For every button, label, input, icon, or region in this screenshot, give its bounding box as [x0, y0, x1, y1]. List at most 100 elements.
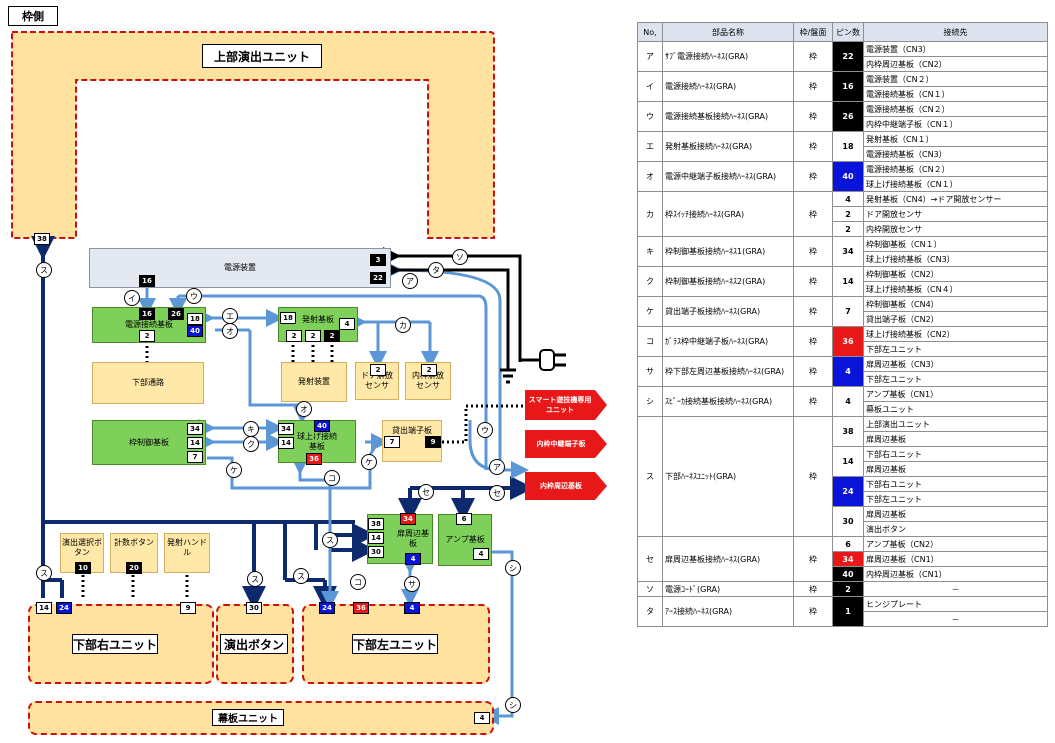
pin-relay-40: 40 — [187, 325, 203, 337]
marker-so: ソ — [452, 249, 468, 265]
page-title: 枠側 — [8, 6, 58, 26]
pin-lr-14: 14 — [36, 602, 52, 614]
pin-fp-38: 38 — [368, 518, 384, 530]
cell-no: キ — [637, 236, 663, 267]
cell-dest: 内枠周辺基板（CN1） — [863, 566, 1048, 582]
cell-dest: 内枠開放センサ — [863, 221, 1048, 237]
smart-unit-label: スマート遊技機専用ユニット — [528, 396, 592, 414]
launch-handle-label: 発射ハンドル — [167, 538, 207, 557]
cell-no: オ — [637, 161, 663, 192]
cell-pins: 4 — [832, 386, 864, 417]
launch-device-label: 発射装置 — [298, 377, 330, 387]
pin-psu-3: 3 — [370, 254, 386, 266]
marker-sa: サ — [404, 576, 420, 592]
pin-rent-9: 9 — [425, 436, 441, 448]
pin-bl-14: 14 — [278, 437, 294, 449]
marker-ko-bottom: コ — [350, 574, 366, 590]
pin-launch-2a: 2 — [286, 330, 302, 342]
cell-dest: 扉周辺基板 — [863, 431, 1048, 447]
col-no: No, — [637, 22, 663, 42]
cell-dest: 球上げ接続基板（CN2） — [863, 326, 1048, 342]
pin-relay-26: 26 — [168, 308, 184, 320]
pin-ll-24: 24 — [319, 602, 335, 614]
cell-name: 電源接続基板接続ﾊｰﾈｽ(GRA) — [662, 101, 794, 132]
pin-door-2: 2 — [370, 364, 386, 376]
cell-dest: － — [863, 581, 1048, 597]
pin-inner-2: 2 — [421, 364, 437, 376]
cell-name: 貸出端子板接続ﾊｰﾈｽ(GRA) — [662, 296, 794, 327]
cell-pins: 2 — [832, 581, 864, 597]
cell-pins: 34 — [832, 551, 864, 567]
power-relay-label: 電源接続基板 — [125, 320, 173, 330]
marker-su-eb: ス — [247, 571, 263, 587]
pin-eb-30: 30 — [246, 602, 262, 614]
col-name: 部品名称 — [662, 22, 794, 42]
pin-amp-4: 4 — [473, 548, 489, 560]
table-header-row: No, 部品名称 枠/盤面 ピン数 接続先 — [637, 22, 1048, 42]
pin-launch-2c: 2 — [324, 330, 340, 342]
cell-pins: 16 — [832, 71, 864, 102]
cell-dest: 電源接続基板（CN3） — [863, 146, 1048, 162]
cell-dest: ドア開放センサ — [863, 206, 1048, 222]
launch-handle-box: 発射ハンドル — [164, 533, 210, 573]
marker-su-ll: ス — [293, 568, 309, 584]
curtain-plate-unit-label: 幕板ユニット — [212, 709, 284, 726]
cell-name: ｶﾞﾗｽ枠中継端子板ﾊｰﾈｽ(GRA) — [662, 326, 794, 357]
cell-no: ケ — [637, 296, 663, 327]
marker-su-bottom: ス — [36, 565, 52, 581]
cell-dest: 扉周辺基板 — [863, 461, 1048, 477]
marker-ke-right: ケ — [361, 454, 377, 470]
cell-no: イ — [637, 71, 663, 102]
cell-dest: 幕板ユニット — [863, 401, 1048, 417]
cell-dest: ヒンジプレート — [863, 596, 1048, 612]
cell-name: 枠ｽｲｯﾁ接続ﾊｰﾈｽ(GRA) — [662, 191, 794, 237]
cell-dest: 電源接続基板（CN２） — [863, 161, 1048, 177]
marker-ki: キ — [243, 421, 259, 437]
cell-dest: 球上げ接続基板（CN４） — [863, 281, 1048, 297]
cell-dest: 電源接続基板（CN２） — [863, 101, 1048, 117]
cell-dest: アンプ基板（CN2） — [863, 536, 1048, 552]
cell-no: ス — [637, 416, 663, 537]
cell-no: タ — [637, 596, 663, 627]
cell-dest: 下部左ユニット — [863, 341, 1048, 357]
cell-pins: 36 — [832, 326, 864, 357]
cell-dest: 枠制御基板（CN１） — [863, 236, 1048, 252]
cell-dest: 下部左ユニット — [863, 371, 1048, 387]
cell-side: 枠 — [793, 236, 833, 267]
cell-side: 枠 — [793, 191, 833, 237]
marker-ko-mid: コ — [324, 470, 340, 486]
marker-shi-top: シ — [505, 560, 521, 576]
wiring-diagram — [11, 31, 566, 725]
cell-pins: 22 — [832, 41, 864, 72]
cell-pins: 7 — [832, 296, 864, 327]
cell-pins: 2 — [832, 221, 864, 237]
cell-pins: 24 — [832, 476, 864, 507]
cell-name: 発射基板接続ﾊｰﾈｽ(GRA) — [662, 131, 794, 162]
power-supply-box: 電源装置 — [89, 248, 391, 288]
marker-shi-bottom: シ — [505, 697, 521, 713]
pin-amp-6: 6 — [456, 513, 472, 525]
amp-label: アンプ基板 — [445, 535, 485, 545]
count-button-label: 計数ボタン — [114, 538, 154, 547]
power-plug-icon — [539, 349, 566, 371]
cell-side: 枠 — [793, 581, 833, 597]
cell-side: 枠 — [793, 416, 833, 537]
cell-side: 枠 — [793, 386, 833, 417]
marker-a-top: ア — [402, 273, 418, 289]
marker-se-left: セ — [418, 484, 434, 500]
cell-dest: 発射基板（CN4）→ドア開放センサー — [863, 191, 1048, 207]
pin-launch-18: 18 — [280, 312, 296, 324]
cell-pins: 1 — [832, 596, 864, 627]
pin-psu-16: 16 — [139, 275, 155, 287]
pin-fp-34: 34 — [400, 513, 416, 525]
cell-dest: 電源装置（CN２） — [863, 71, 1048, 87]
pin-lh-9: 9 — [180, 602, 196, 614]
cell-side: 枠 — [793, 296, 833, 327]
